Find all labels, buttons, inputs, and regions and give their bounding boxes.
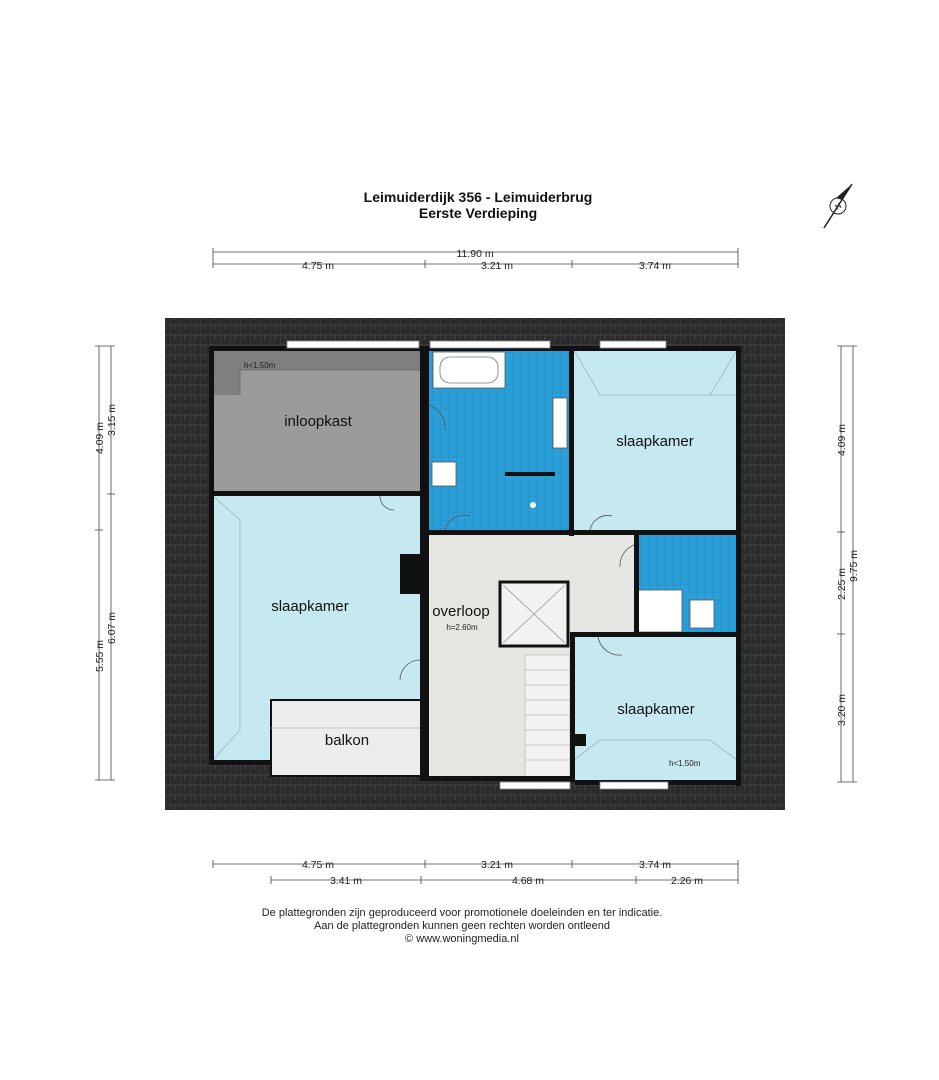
label-height-note-left: h<1.50m bbox=[244, 361, 276, 370]
room-slaapkamer-bottomright bbox=[574, 636, 737, 780]
dim-bottom-r2-left: 3.41 m bbox=[330, 875, 362, 887]
toilet-icon bbox=[431, 461, 457, 487]
dim-top-total: 11.90 m bbox=[456, 248, 493, 260]
dim-right-inner-mid: 2.25 m bbox=[836, 568, 848, 600]
dim-left-inner-top: 3.15 m bbox=[106, 404, 118, 436]
dim-bottom-r2-right: 2.26 m bbox=[671, 875, 703, 887]
label-overloop: overloop bbox=[432, 603, 490, 620]
sink-icon bbox=[552, 397, 568, 449]
compass-icon: N bbox=[823, 183, 853, 229]
dimensions-right: 4.09 m 2.25 m 3.20 m 9.75 m bbox=[836, 345, 860, 783]
dim-left-inner-bottom: 6.07 m bbox=[106, 612, 118, 644]
dim-bottom-r1-mid: 3.21 m bbox=[481, 859, 513, 871]
dim-left-outer-top: 4.09 m bbox=[94, 422, 106, 454]
dim-bottom-r1-left: 4.75 m bbox=[302, 859, 334, 871]
footer-line-2: Aan de plattegronden kunnen geen rechten… bbox=[314, 920, 610, 932]
label-inloopkast: inloopkast bbox=[284, 413, 352, 430]
dim-right-inner-top: 4.09 m bbox=[836, 424, 848, 456]
dim-top-mid: 3.21 m bbox=[481, 260, 513, 272]
label-overloop-height: h=2.60m bbox=[446, 623, 478, 632]
stairs-icon bbox=[524, 654, 571, 781]
label-slaapkamer-bottomright: slaapkamer bbox=[617, 701, 695, 718]
room-inloopkast bbox=[213, 350, 420, 492]
label-slaapkamer-left: slaapkamer bbox=[271, 598, 349, 615]
label-balkon: balkon bbox=[325, 732, 369, 749]
footer-line-1: De plattegronden zijn geproduceerd voor … bbox=[262, 907, 663, 919]
title-line-2: Eerste Verdieping bbox=[419, 205, 537, 221]
doors bbox=[379, 404, 635, 681]
dim-bottom-r2-mid: 4.68 m bbox=[512, 875, 544, 887]
room-slaapkamer-topright bbox=[574, 350, 737, 530]
dim-right-inner-bottom: 3.20 m bbox=[836, 694, 848, 726]
closet-slope bbox=[213, 350, 420, 395]
title-line-1: Leimuiderdijk 356 - Leimuiderbrug bbox=[364, 189, 593, 205]
dimensions-left: 4.09 m 3.15 m 5.55 m 6.07 m bbox=[94, 345, 118, 781]
footer-line-3: © www.woningmedia.nl bbox=[405, 933, 519, 945]
dim-top-right: 3.74 m bbox=[639, 260, 671, 272]
dim-bottom-r1-right: 3.74 m bbox=[639, 859, 671, 871]
windows bbox=[286, 340, 669, 790]
dim-left-outer-bottom: 5.55 m bbox=[94, 640, 106, 672]
room-balkon bbox=[270, 699, 422, 777]
label-slaapkamer-topright: slaapkamer bbox=[616, 433, 694, 450]
dimensions-top: 11.90 m 4.75 m 3.21 m 3.74 m bbox=[212, 248, 739, 272]
label-height-note-right: h<1.50m bbox=[669, 759, 701, 768]
shower-drain-icon bbox=[530, 502, 536, 508]
compass-label: N bbox=[833, 201, 843, 212]
dimensions-bottom: 4.75 m 3.21 m 3.74 m 3.41 m 4.68 m 2.26 … bbox=[212, 859, 739, 887]
dim-top-left: 4.75 m bbox=[302, 260, 334, 272]
dim-right-outer-total: 9.75 m bbox=[848, 550, 860, 582]
